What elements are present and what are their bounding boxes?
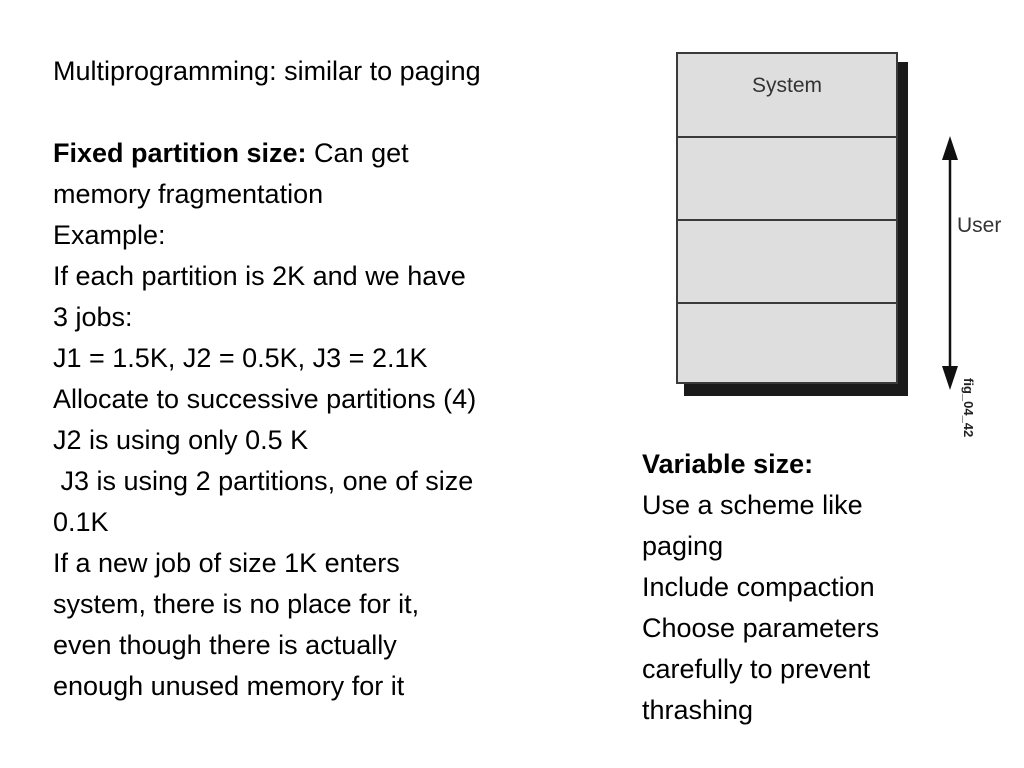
figure-label: fig_04_42 xyxy=(961,378,976,438)
left-line: 0.1K xyxy=(53,507,109,537)
left-line: Allocate to successive partitions (4) xyxy=(53,384,477,414)
slide-title: Multiprogramming: similar to paging xyxy=(53,56,481,86)
left-line: Example: xyxy=(53,220,166,250)
right-line: carefully to prevent xyxy=(642,654,871,684)
left-text-block: Multiprogramming: similar to paging Fixe… xyxy=(53,51,613,707)
fixed-partition-heading: Fixed partition size: xyxy=(53,138,307,168)
system-partition: System xyxy=(678,54,896,138)
left-line: enough unused memory for it xyxy=(53,671,405,701)
spacer xyxy=(53,92,613,133)
left-line: J1 = 1.5K, J2 = 0.5K, J3 = 2.1K xyxy=(53,343,428,373)
user-range-arrow-icon xyxy=(942,136,958,390)
user-label: User xyxy=(957,214,1002,237)
partition-stack: System xyxy=(676,52,898,384)
user-partition xyxy=(678,221,896,304)
left-line: even though there is actually xyxy=(53,630,397,660)
fixed-partition-text: Can get xyxy=(306,138,409,168)
fixed-partition-line: Fixed partition size: Can get xyxy=(53,133,613,174)
right-text-block: Variable size: Use a scheme like paging … xyxy=(642,444,1012,731)
variable-size-heading-text: Variable size: xyxy=(642,449,814,479)
right-line: Include compaction xyxy=(642,572,875,602)
variable-size-heading: Variable size: xyxy=(642,444,1012,485)
right-line: Use a scheme like xyxy=(642,490,863,520)
right-line: Choose parameters xyxy=(642,613,880,643)
left-line: If each partition is 2K and we have xyxy=(53,261,466,291)
left-line: 3 jobs: xyxy=(53,302,133,332)
user-partition xyxy=(678,138,896,221)
user-partition xyxy=(678,304,896,384)
right-line: thrashing xyxy=(642,695,754,725)
left-line: J3 is using 2 partitions, one of size xyxy=(53,466,474,496)
left-line: J2 is using only 0.5 K xyxy=(53,425,309,455)
left-line: If a new job of size 1K enters xyxy=(53,548,400,578)
right-line: paging xyxy=(642,531,724,561)
left-line: system, there is no place for it, xyxy=(53,589,420,619)
memory-partition-diagram: System xyxy=(676,52,916,397)
system-label: System xyxy=(751,74,822,97)
left-line: memory fragmentation xyxy=(53,179,324,209)
